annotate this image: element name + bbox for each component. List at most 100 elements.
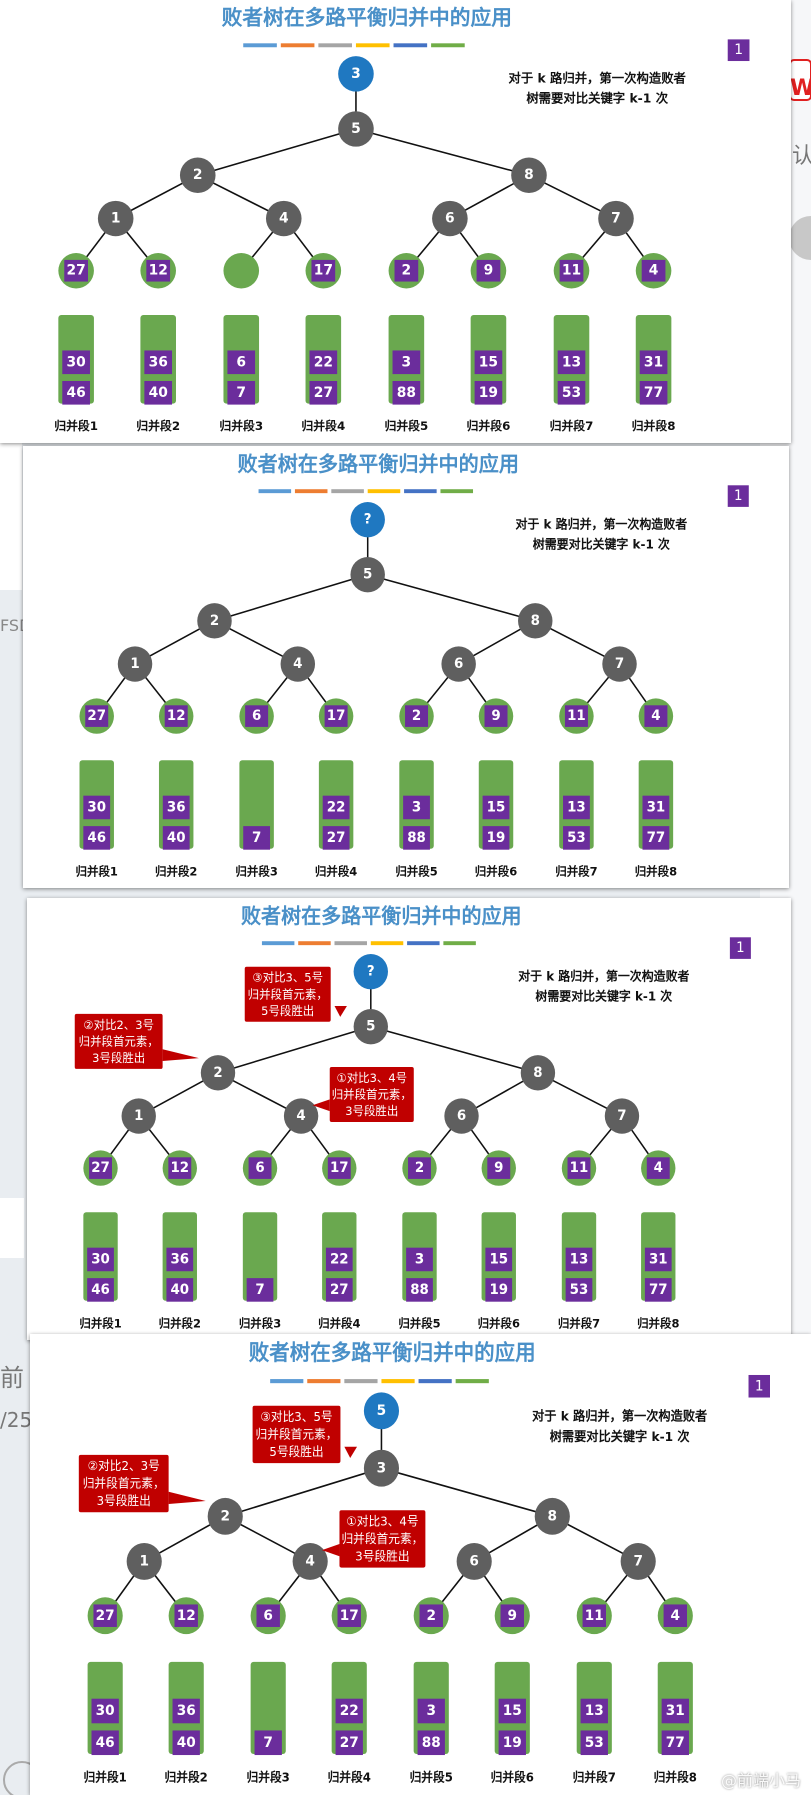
internal-node [292, 1542, 328, 1580]
segment-value: 36 [171, 1251, 190, 1267]
tree-edge [225, 1467, 382, 1518]
internal-node [444, 1098, 479, 1134]
bg-fragment-25: /25 [0, 1408, 33, 1432]
segment-value-box [642, 826, 670, 850]
title-stripe [370, 941, 404, 946]
segment-value-box [482, 795, 510, 820]
callout-text: 5号段胜出 [261, 1004, 314, 1018]
callout-text: 3号段胜出 [355, 1548, 409, 1563]
internal-node [280, 646, 316, 682]
segment-label: 归并段8 [635, 864, 677, 878]
callout-text: 3号段胜出 [97, 1493, 151, 1508]
segment-value: 30 [96, 1703, 115, 1719]
segment-value: 27 [314, 385, 333, 401]
segment-value-box [403, 826, 430, 850]
leaf-value-box [64, 259, 88, 282]
segment-value: 15 [503, 1703, 522, 1719]
callout-box [339, 1510, 426, 1568]
segment-value-box [474, 380, 503, 405]
leaf-value-box [567, 1157, 591, 1179]
root-node-label: 5 [377, 1403, 387, 1419]
segment-value: 31 [666, 1703, 685, 1719]
internal-node-label: 4 [296, 1108, 305, 1124]
segment-value-box [498, 1730, 526, 1756]
segment-value: 46 [96, 1735, 115, 1751]
internal-node-label: 2 [193, 167, 203, 183]
callout-box [74, 1013, 163, 1069]
leaf-value-box [164, 705, 188, 727]
leaf-value: 17 [327, 708, 346, 724]
title-stripe [381, 1379, 415, 1384]
internal-node-label: 5 [351, 121, 361, 137]
segment-label: 归并段4 [301, 419, 345, 433]
leaf-value-box [337, 1604, 361, 1627]
internal-node [520, 1055, 556, 1091]
segment-value-box [417, 1730, 445, 1756]
bg-fragment-qian: 前 [0, 1364, 24, 1392]
segment-label: 归并段1 [79, 1316, 121, 1330]
callout-text: ②对比2、3号 [88, 1459, 160, 1473]
segment-value: 53 [567, 830, 586, 846]
segment-value-box [482, 826, 510, 850]
segment-label: 归并段6 [475, 864, 517, 878]
segment-value-box [166, 1278, 194, 1302]
segment-label: 归并段5 [398, 1316, 440, 1330]
leaf-value-box [487, 1157, 511, 1179]
page-number-box [748, 1374, 770, 1398]
callout-text: 归并段首元素， [83, 1475, 165, 1490]
page-number: 1 [734, 488, 743, 504]
title-stripe [258, 489, 292, 494]
segment-value-box [557, 380, 586, 405]
segment-value-box [335, 1698, 363, 1724]
segment-value: 40 [171, 1282, 190, 1298]
segment-value-box [227, 380, 256, 405]
segment-value: 19 [503, 1735, 522, 1751]
leaf-value-box [405, 705, 429, 727]
slide-title: 败者树在多路平衡归并中的应用 [238, 452, 519, 476]
leaf-value-box [146, 259, 171, 282]
leaf-value-box [408, 1157, 431, 1179]
segment-value-box [639, 380, 668, 405]
segment-value: 22 [330, 1251, 349, 1267]
bg-avatar [789, 216, 811, 260]
segment-value: 53 [585, 1735, 604, 1751]
segment-value: 46 [87, 830, 106, 846]
leaf-value: 11 [570, 1160, 589, 1176]
segment-value-box [485, 1247, 513, 1272]
internal-node [283, 1098, 319, 1134]
internal-node [456, 1542, 492, 1580]
leaf-value-box [168, 1157, 192, 1179]
leaf-value: 6 [263, 1608, 273, 1624]
segment-label: 归并段2 [165, 1769, 208, 1784]
internal-node-label: 7 [617, 1108, 626, 1124]
segment-label: 归并段5 [384, 419, 428, 433]
segment-value: 53 [570, 1282, 589, 1298]
callout-text: ③对比3、5号 [252, 970, 323, 984]
segment-value: 22 [340, 1703, 359, 1719]
segment-label: 归并段5 [395, 864, 437, 878]
segment-value-box [335, 1730, 363, 1756]
segment-value: 15 [487, 799, 506, 815]
segment-value-box [162, 795, 190, 820]
note-line: 对于 k 路归并，第一次构造败者 [508, 71, 685, 86]
segment-value-box [246, 1278, 274, 1302]
leaf-value: 12 [149, 263, 168, 279]
internal-node [265, 200, 302, 237]
leaf-value: 4 [651, 708, 660, 724]
title-stripe [367, 489, 401, 494]
tree-edge [214, 573, 368, 622]
segment-value: 22 [327, 799, 346, 815]
leaf-value: 2 [412, 708, 421, 724]
segment-value-box [227, 350, 256, 375]
leaf-value-box [663, 1604, 688, 1627]
internal-node [363, 1449, 400, 1487]
tree-edge [367, 573, 536, 622]
segment-value: 30 [91, 1251, 110, 1267]
callout-text: 3号段胜出 [92, 1051, 145, 1065]
segment-label: 归并段1 [76, 864, 118, 878]
title-stripe [393, 43, 428, 48]
segment-label: 归并段1 [54, 419, 98, 433]
segment-label: 归并段8 [637, 1316, 679, 1330]
segment-value: 7 [236, 385, 246, 401]
leaf-value: 9 [494, 1160, 503, 1176]
